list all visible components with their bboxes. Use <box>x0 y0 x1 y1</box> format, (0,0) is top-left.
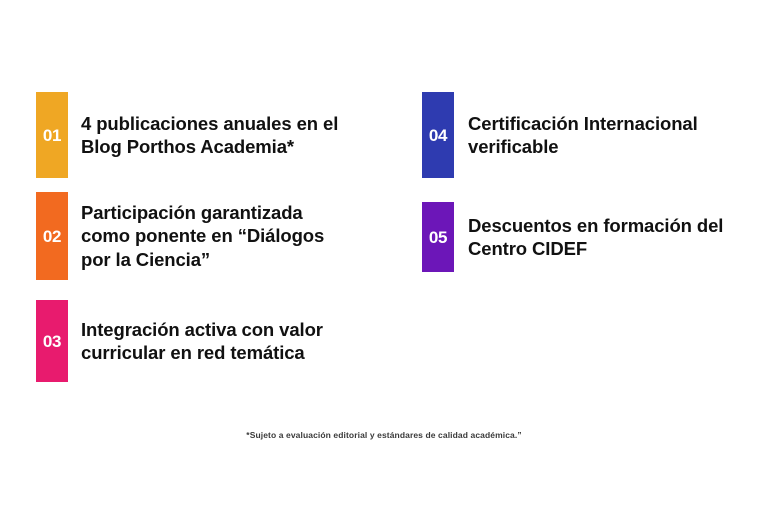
benefit-number-badge-04: 04 <box>422 92 454 178</box>
benefit-item-03: 03 Integración activa con valor curricul… <box>36 300 386 382</box>
benefit-text-05: Descuentos en formación del Centro CIDEF <box>468 214 724 259</box>
benefit-number-badge-01: 01 <box>36 92 68 178</box>
benefit-text-02: Participación garantizada como ponente e… <box>81 201 325 270</box>
benefit-item-02: 02 Participación garantizada como ponent… <box>36 192 386 280</box>
benefit-text-03: Integración activa con valor curricular … <box>81 318 323 363</box>
benefit-item-05: 05 Descuentos en formación del Centro CI… <box>422 202 768 272</box>
benefit-text-04: Certificación Internacional verificable <box>468 112 698 157</box>
benefit-text-01: 4 publicaciones anuales en el Blog Porth… <box>81 112 339 157</box>
benefit-number-badge-03: 03 <box>36 300 68 382</box>
footnote-disclaimer: *Sujeto a evaluación editorial y estánda… <box>246 430 522 440</box>
benefit-number-badge-05: 05 <box>422 202 454 272</box>
benefit-item-04: 04 Certificación Internacional verificab… <box>422 92 768 178</box>
benefit-item-01: 01 4 publicaciones anuales en el Blog Po… <box>36 92 386 178</box>
benefit-number-badge-02: 02 <box>36 192 68 280</box>
